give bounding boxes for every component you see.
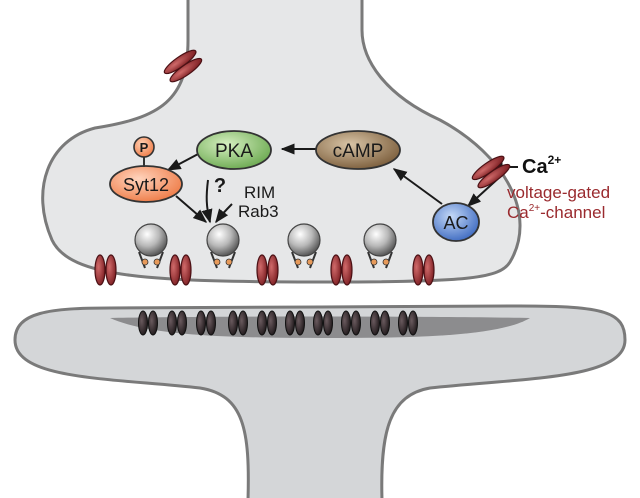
receptor <box>398 310 418 336</box>
voltage-gated-channel <box>471 155 511 189</box>
phospho-circle <box>133 136 155 158</box>
presynaptic-terminal <box>41 0 522 284</box>
syt12-ellipse <box>109 165 183 203</box>
membrane-channel <box>330 254 353 286</box>
receptor <box>228 310 248 336</box>
camp-ellipse <box>315 130 401 170</box>
membrane-channel <box>169 254 192 286</box>
arrow-syt12-to-vesicle <box>175 195 208 223</box>
calcium-charge: 2+ <box>548 153 562 167</box>
membrane-channels <box>94 254 435 286</box>
node-pka: PKA <box>196 130 272 170</box>
receptor <box>167 310 187 336</box>
ac-ellipse <box>432 202 480 242</box>
phospho-label: P <box>140 140 149 155</box>
calcium-symbol: Ca <box>522 156 548 178</box>
rab3-label: Rab3 <box>238 202 279 221</box>
channel-rest: -channel <box>540 203 605 222</box>
receptor <box>341 310 361 336</box>
channel-subunit <box>477 163 511 189</box>
syt12-label: Syt12 <box>123 175 169 195</box>
channel-charge: 2+ <box>529 203 541 214</box>
rim-label: RIM <box>244 183 275 202</box>
receptor <box>257 310 277 336</box>
vesicle <box>134 223 168 269</box>
receptor <box>196 310 216 336</box>
arrow-unknown-to-vesicle <box>201 179 213 224</box>
membrane-channel <box>412 254 435 286</box>
arrow-pka-to-syt12 <box>166 152 201 171</box>
arrow-ac-to-camp <box>392 168 443 205</box>
ac-label: AC <box>443 213 468 233</box>
node-syt12: Syt12 <box>109 165 183 203</box>
phospho-group: P <box>133 136 155 167</box>
vesicle <box>363 223 397 269</box>
receptor <box>138 310 158 336</box>
channel-label-line1: voltage-gated <box>507 183 610 202</box>
membrane-channel <box>256 254 279 286</box>
vesicle <box>206 223 240 269</box>
node-ac: AC <box>432 202 480 242</box>
top-channel <box>163 49 203 83</box>
pka-ellipse <box>196 130 272 170</box>
node-camp: cAMP <box>315 130 401 170</box>
receptor <box>285 310 305 336</box>
pka-label: PKA <box>215 141 253 162</box>
camp-label: cAMP <box>333 141 384 162</box>
channel-subunit <box>169 57 203 83</box>
channel-ca: Ca <box>507 203 529 222</box>
postsynaptic-terminal <box>13 304 627 498</box>
vesicle <box>287 223 321 269</box>
unknown-mark: ? <box>214 175 226 197</box>
calcium-label: Ca2+ <box>522 153 561 178</box>
arrow-rim-to-vesicle <box>215 203 233 224</box>
receptor <box>313 310 333 336</box>
vesicles <box>134 223 397 269</box>
postsynaptic-receptors <box>138 310 418 336</box>
channel-label-line2: Ca2+-channel <box>507 203 605 222</box>
membrane-channel <box>94 254 117 286</box>
receptor <box>370 310 390 336</box>
